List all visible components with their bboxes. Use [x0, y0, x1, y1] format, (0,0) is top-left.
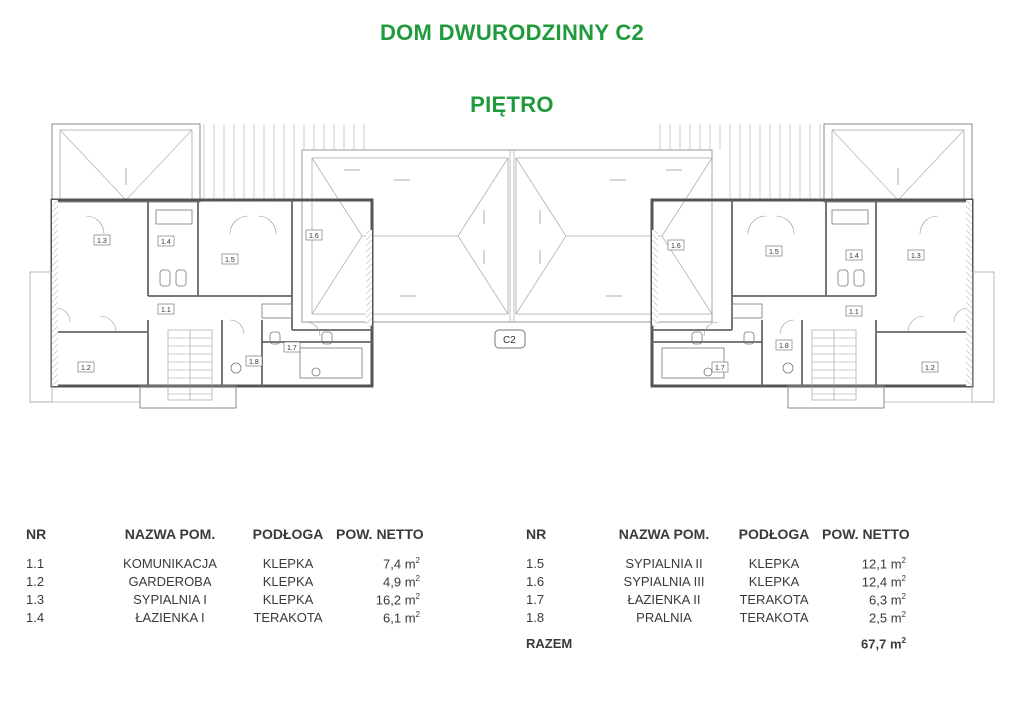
header-area: POW. NETTO [336, 526, 424, 542]
row-floor: KLEPKA [262, 574, 314, 589]
row-floor: TERAKOTA [253, 610, 323, 625]
row-nr: 1.7 [526, 592, 545, 607]
row-name: KOMUNIKACJA [123, 556, 217, 571]
row-name: SYPIALNIA II [625, 556, 703, 571]
room-tag: 1.4 [161, 239, 171, 246]
room-tag: 1.3 [97, 238, 107, 245]
header-name: NAZWA POM. [124, 526, 216, 542]
row-nr: 1.3 [26, 592, 45, 607]
room-tag: 1.2 [925, 365, 935, 372]
row-area: 2,5 m2 [869, 610, 906, 626]
row-area: 7,4 m2 [383, 556, 420, 572]
room-tags-right: 1.3 1.4 1.5 1.6 1.1 1.2 1.8 1.7 [667, 239, 939, 373]
header-nr: NR [526, 526, 547, 542]
row-floor: TERAKOTA [739, 610, 809, 625]
room-tag: 1.1 [849, 309, 859, 316]
room-tag: 1.4 [849, 253, 859, 260]
room-tag: 1.6 [309, 233, 319, 240]
room-tags-left: 1.3 1.4 1.5 1.6 1.1 1.2 1.8 1.7 [77, 229, 323, 373]
row-floor: KLEPKA [262, 556, 314, 571]
room-tag: 1.6 [671, 243, 681, 250]
row-area: 16,2 m2 [375, 592, 420, 608]
room-tag: 1.3 [911, 253, 921, 260]
header-area: POW. NETTO [822, 526, 910, 542]
row-name: GARDEROBA [128, 574, 212, 589]
row-name: ŁAZIENKA I [135, 610, 205, 625]
room-tag: 1.1 [161, 307, 171, 314]
row-nr: 1.6 [526, 574, 545, 589]
row-name: ŁAZIENKA II [627, 592, 701, 607]
floor-plan: 1.3 1.4 1.5 1.6 1.1 1.2 1.8 1.7 1.3 1.4 … [28, 122, 996, 410]
row-nr: 1.4 [26, 610, 45, 625]
total-label: RAZEM [526, 636, 573, 651]
row-floor: TERAKOTA [739, 592, 809, 607]
header-floor: PODŁOGA [738, 526, 810, 542]
total-area: 67,7 m2 [861, 636, 906, 652]
row-name: SYPIALNIA III [623, 574, 705, 589]
room-tag: 1.7 [287, 345, 297, 352]
row-area: 6,3 m2 [869, 592, 906, 608]
unit-label-box [494, 329, 526, 349]
page-title: DOM DWURODZINNY C2 [379, 20, 645, 45]
row-area: 12,4 m2 [861, 574, 906, 590]
row-area: 12,1 m2 [861, 556, 906, 572]
room-tag: 1.8 [779, 343, 789, 350]
row-floor: KLEPKA [748, 556, 800, 571]
room-tag: 1.7 [715, 365, 725, 372]
room-tag: 1.5 [769, 249, 779, 256]
row-name: PRALNIA [636, 610, 692, 625]
row-nr: 1.1 [26, 556, 45, 571]
room-tag: 1.5 [225, 257, 235, 264]
row-nr: 1.8 [526, 610, 545, 625]
row-area: 4,9 m2 [383, 574, 420, 590]
header-name: NAZWA POM. [618, 526, 710, 542]
row-name: SYPIALNIA I [133, 592, 207, 607]
row-nr: 1.2 [26, 574, 45, 589]
header-floor: PODŁOGA [252, 526, 324, 542]
unit-label: C2 [503, 335, 516, 346]
page-subtitle: PIĘTRO [470, 92, 554, 117]
row-floor: KLEPKA [262, 592, 314, 607]
row-nr: 1.5 [526, 556, 545, 571]
room-tag: 1.2 [81, 365, 91, 372]
row-area: 6,1 m2 [383, 610, 420, 626]
header-nr: NR [26, 526, 47, 542]
room-tag: 1.8 [249, 359, 259, 366]
row-floor: KLEPKA [748, 574, 800, 589]
